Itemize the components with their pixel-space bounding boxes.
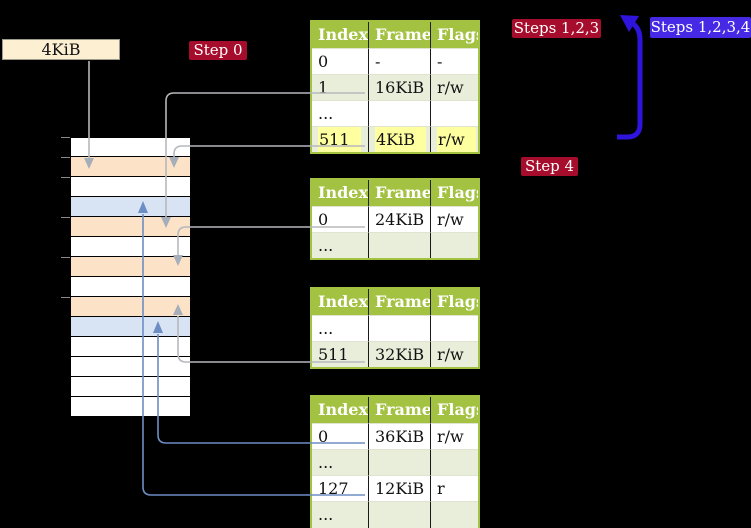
badge-step-0: Step 0 xyxy=(189,41,247,60)
table-cell: 0 xyxy=(312,48,368,74)
memory-row-table xyxy=(70,217,191,237)
table-header-cell: Frame xyxy=(368,180,430,206)
table-cell: 127 xyxy=(312,475,368,501)
table-cell xyxy=(368,100,430,126)
table-cell: ... xyxy=(312,501,368,528)
table-cell xyxy=(430,501,478,528)
memory-row-free xyxy=(70,277,191,297)
table-row: ... xyxy=(312,100,478,126)
table-header-cell: Index xyxy=(318,25,368,44)
table-header-cell: Flags xyxy=(430,397,478,423)
table-header-cell: Flags xyxy=(430,22,478,48)
badge-steps-1-2-3: Steps 1,2,3 xyxy=(512,19,601,38)
table-row: ... xyxy=(312,501,478,528)
highlighted-value: r/w xyxy=(437,127,476,152)
table-cell: 16KiB xyxy=(368,74,430,100)
table-cell: r/w xyxy=(430,74,478,100)
page-table-2: IndexFrameFlags024KiBr/w... xyxy=(310,178,480,260)
table-cell: - xyxy=(430,48,478,74)
memory-address-tick xyxy=(61,297,70,298)
table-cell: ... xyxy=(312,449,368,475)
table-cell xyxy=(368,449,430,475)
memory-row-table xyxy=(70,257,191,277)
memory-row-free xyxy=(70,377,191,397)
table-header-cell: Frame xyxy=(368,397,430,423)
table-header-cell: Flags xyxy=(430,180,478,206)
table-cell: r/w xyxy=(430,341,478,367)
table-cell xyxy=(368,501,430,528)
table-cell: 1 xyxy=(312,74,368,100)
table-cell: ... xyxy=(312,100,368,126)
memory-address-tick xyxy=(61,137,70,138)
table-cell: r xyxy=(430,475,478,501)
memory-row-free xyxy=(70,177,191,197)
table-header-cell: Index xyxy=(318,292,368,311)
table-row: ... xyxy=(312,315,478,341)
memory-row-free xyxy=(70,337,191,357)
table-header-row: IndexFrameFlags xyxy=(312,397,478,423)
table-header-cell: Frame xyxy=(368,289,430,315)
memory-address-tick xyxy=(61,157,70,158)
memory-address-tick xyxy=(61,217,70,218)
arrow-steps-1234 xyxy=(617,15,643,140)
page-table-4: IndexFrameFlags036KiBr/w...12712KiBr... xyxy=(310,395,480,528)
table-cell: - xyxy=(368,48,430,74)
memory-row-page xyxy=(70,317,191,337)
memory-row-free xyxy=(70,397,191,417)
table-header-cell: Index xyxy=(318,183,368,202)
memory-address-tick xyxy=(61,177,70,178)
table-cell: 4KiB xyxy=(368,126,430,152)
table-cell xyxy=(430,232,478,258)
badge-step-4: Step 4 xyxy=(521,157,578,176)
memory-row-free xyxy=(70,357,191,377)
table-header-row: IndexFrameFlags xyxy=(312,289,478,315)
memory-address-tick xyxy=(61,257,70,258)
table-cell: r/w xyxy=(430,423,478,449)
table-cell xyxy=(430,100,478,126)
table-cell: ... xyxy=(312,232,368,258)
table-cell: 0 xyxy=(312,423,368,449)
highlighted-value: 4KiB xyxy=(375,127,427,152)
table-cell: 0 xyxy=(312,206,368,232)
memory-row-table xyxy=(70,297,191,317)
memory-row-free xyxy=(70,137,191,157)
badge-steps-1-2-3-4: Steps 1,2,3,4 xyxy=(650,17,751,38)
table-cell: 36KiB xyxy=(368,423,430,449)
table-header-cell: Flags xyxy=(430,289,478,315)
table-row: 0-- xyxy=(312,48,478,74)
highlighted-value: 511 xyxy=(318,127,361,152)
table-header-row: IndexFrameFlags xyxy=(312,180,478,206)
table-cell: 511 xyxy=(312,341,368,367)
memory-row-free xyxy=(70,237,191,257)
table-header-cell: Frame xyxy=(368,22,430,48)
table-cell xyxy=(430,315,478,341)
table-row: ... xyxy=(312,449,478,475)
cr3-frame-label: 4KiB xyxy=(2,39,120,60)
memory-row-page xyxy=(70,197,191,217)
table-cell: r/w xyxy=(430,126,478,152)
table-cell: 24KiB xyxy=(368,206,430,232)
table-cell: 32KiB xyxy=(368,341,430,367)
table-header-cell: Index xyxy=(318,400,368,419)
table-cell: ... xyxy=(312,315,368,341)
table-row: 511 4KiB r/w xyxy=(312,126,478,152)
table-header-row: IndexFrameFlags xyxy=(312,22,478,48)
table-cell xyxy=(368,232,430,258)
table-cell xyxy=(430,449,478,475)
table-cell: 12KiB xyxy=(368,475,430,501)
table-cell xyxy=(368,315,430,341)
memory-row-table xyxy=(70,157,191,177)
table-cell: r/w xyxy=(430,206,478,232)
table-row: ... xyxy=(312,232,478,258)
memory-strip xyxy=(70,137,191,417)
table-cell: 511 xyxy=(312,126,368,152)
